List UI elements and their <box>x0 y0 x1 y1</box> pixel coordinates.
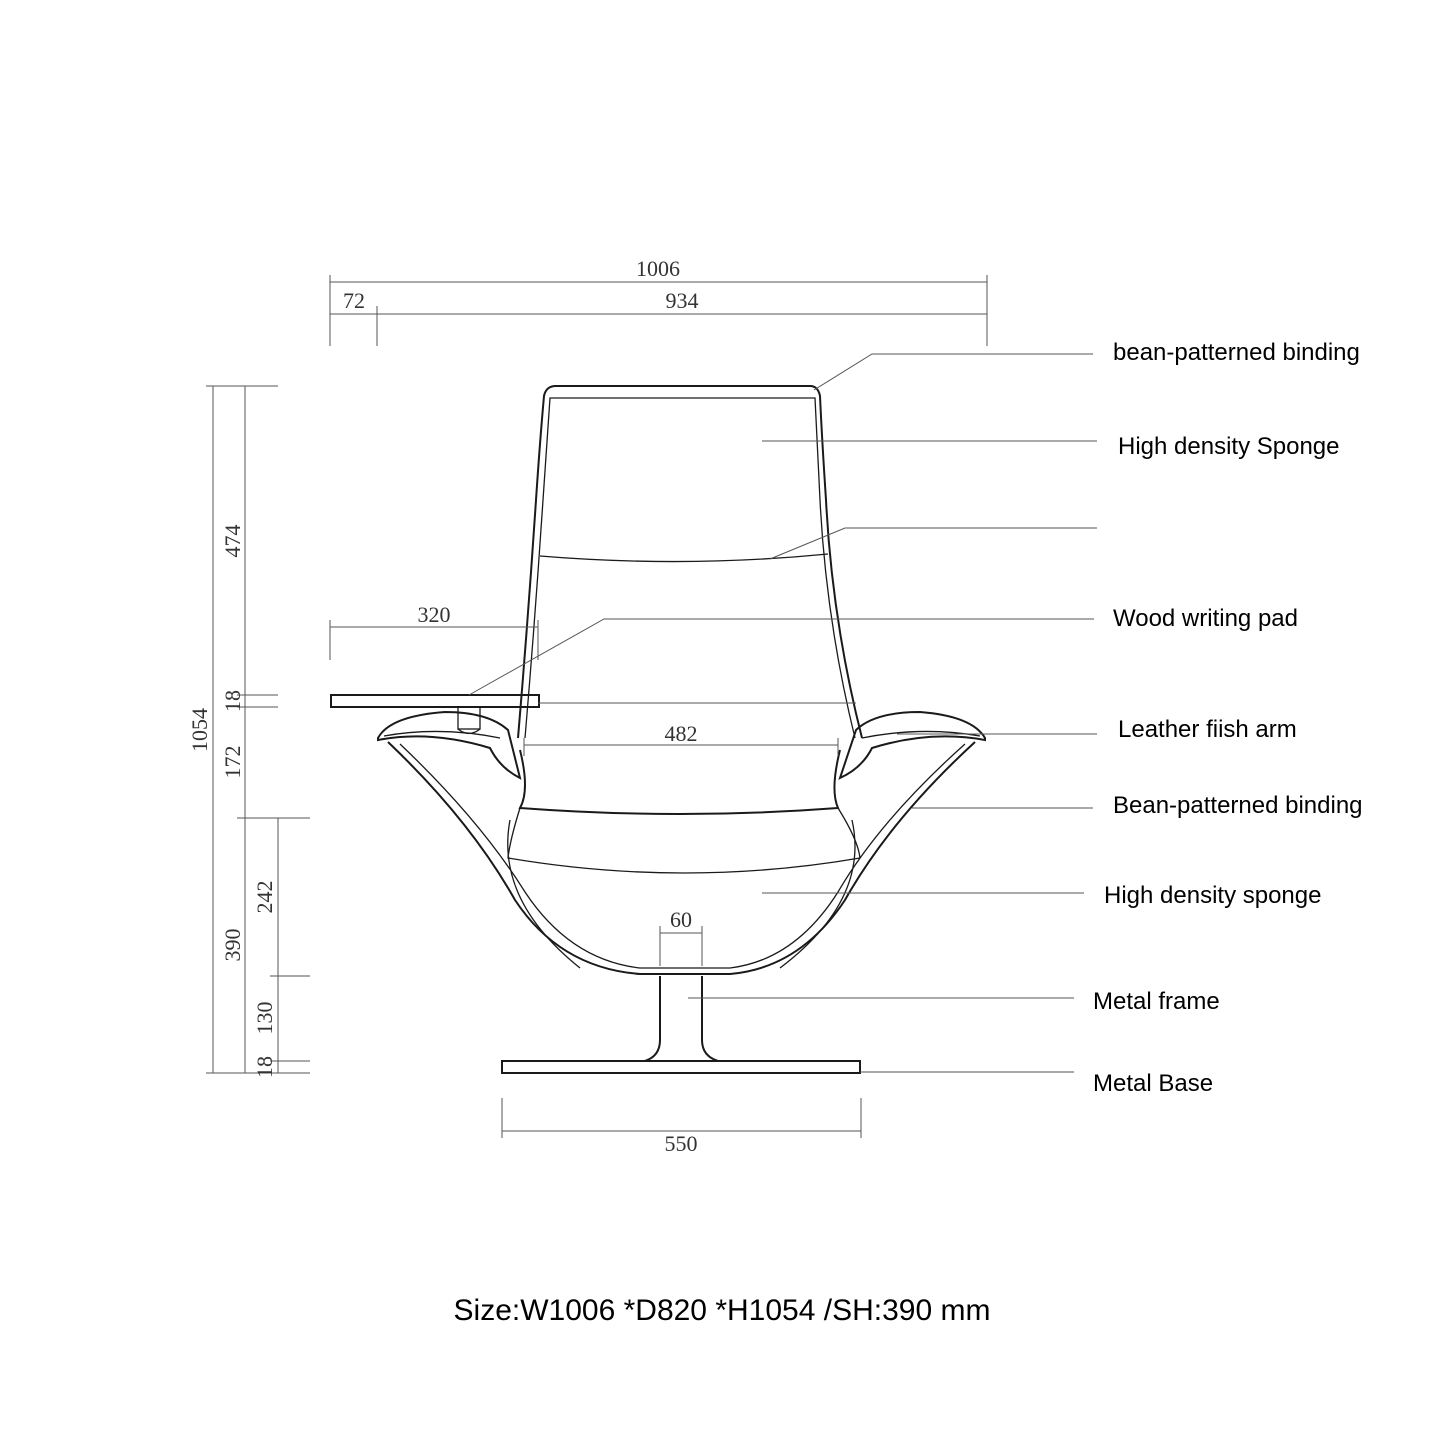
label-writing-pad: Wood writing pad <box>1113 605 1298 632</box>
dim-offset-left: 72 <box>343 288 365 313</box>
dimension-internal: 320 482 60 550 <box>329 602 862 1156</box>
dim-base-width: 550 <box>665 1131 698 1156</box>
label-arm: Leather fiish arm <box>1118 716 1297 743</box>
dim-inner-width: 934 <box>666 288 699 313</box>
dim-base-thickness: 18 <box>252 1056 277 1078</box>
label-sponge-back: High density Sponge <box>1118 433 1339 460</box>
label-binding-top: bean-patterned binding <box>1113 339 1360 366</box>
dim-seat-height: 390 <box>220 929 245 962</box>
dimension-left: 1054 474 18 172 390 242 130 18 <box>187 385 310 1078</box>
dim-overall-width: 1006 <box>636 256 680 281</box>
label-binding-seat: Bean-patterned binding <box>1113 792 1363 819</box>
leader-lines <box>468 353 1097 1073</box>
label-frame: Metal frame <box>1093 988 1220 1015</box>
dimension-top: 1006 72 934 <box>329 256 988 346</box>
callouts: bean-patterned binding High density Spon… <box>1093 339 1363 1097</box>
dim-arm-height: 172 <box>220 746 245 779</box>
dim-stem-width: 60 <box>670 907 692 932</box>
dim-writing-pad-width: 320 <box>418 602 451 627</box>
dim-stem-height: 130 <box>252 1002 277 1035</box>
chair-outline <box>330 385 986 1074</box>
dim-pad-thickness: 18 <box>220 690 245 712</box>
label-sponge-seat: High density sponge <box>1104 882 1321 909</box>
dim-seat-width: 482 <box>665 721 698 746</box>
label-base: Metal Base <box>1093 1070 1213 1097</box>
dim-seat-body-height: 242 <box>252 881 277 914</box>
size-caption: Size:W1006 *D820 *H1054 /SH:390 mm <box>454 1294 991 1327</box>
dim-overall-height: 1054 <box>187 708 212 752</box>
dim-backrest-height: 474 <box>220 525 245 558</box>
